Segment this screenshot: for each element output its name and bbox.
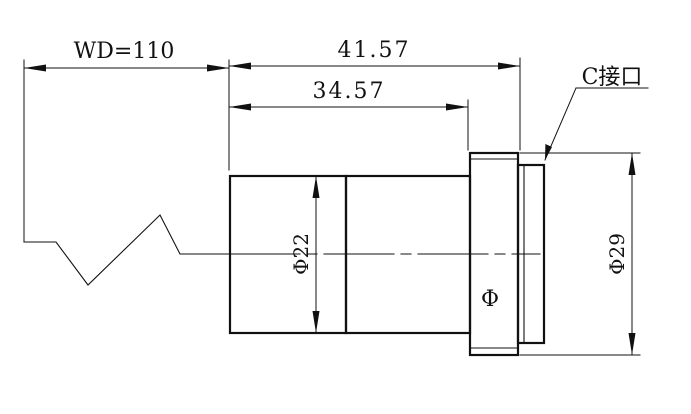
body-diameter-label: Φ22 — [289, 233, 313, 275]
c-mount-label: C接口 — [582, 65, 643, 90]
arrow-overall-left — [229, 62, 251, 70]
arrow-wd-right — [207, 64, 229, 72]
mount-diameter-dimension: Φ29 — [519, 152, 641, 356]
object-break-line — [23, 214, 231, 286]
arrow-d22-top — [312, 176, 320, 198]
body-diameter-dimension: Φ22 — [289, 175, 320, 334]
wd-label: WD=110 — [74, 39, 175, 64]
svg-text:Φ: Φ — [481, 287, 499, 312]
arrow-d22-bottom — [312, 311, 320, 333]
mount-diameter-label: Φ29 — [605, 233, 629, 275]
overall-length-label: 41.57 — [338, 38, 411, 63]
c-mount-leader: C接口 — [544, 65, 649, 161]
wd-dimension: WD=110 — [23, 39, 230, 72]
overall-length-dimension: 41.57 — [228, 38, 521, 70]
arrow-d29-top — [628, 153, 636, 175]
arrow-wd-left — [24, 64, 46, 72]
arrow-body-left — [229, 103, 251, 111]
arrow-body-right — [446, 103, 468, 111]
arrow-d29-bottom — [628, 333, 636, 355]
body-length-dimension: 34.57 — [228, 79, 469, 111]
screw-icon: Φ — [481, 287, 499, 312]
body-length-label: 34.57 — [313, 79, 386, 104]
arrow-overall-right — [498, 62, 520, 70]
c-mount-thread — [516, 163, 546, 345]
arrow-c-mount — [545, 144, 552, 160]
